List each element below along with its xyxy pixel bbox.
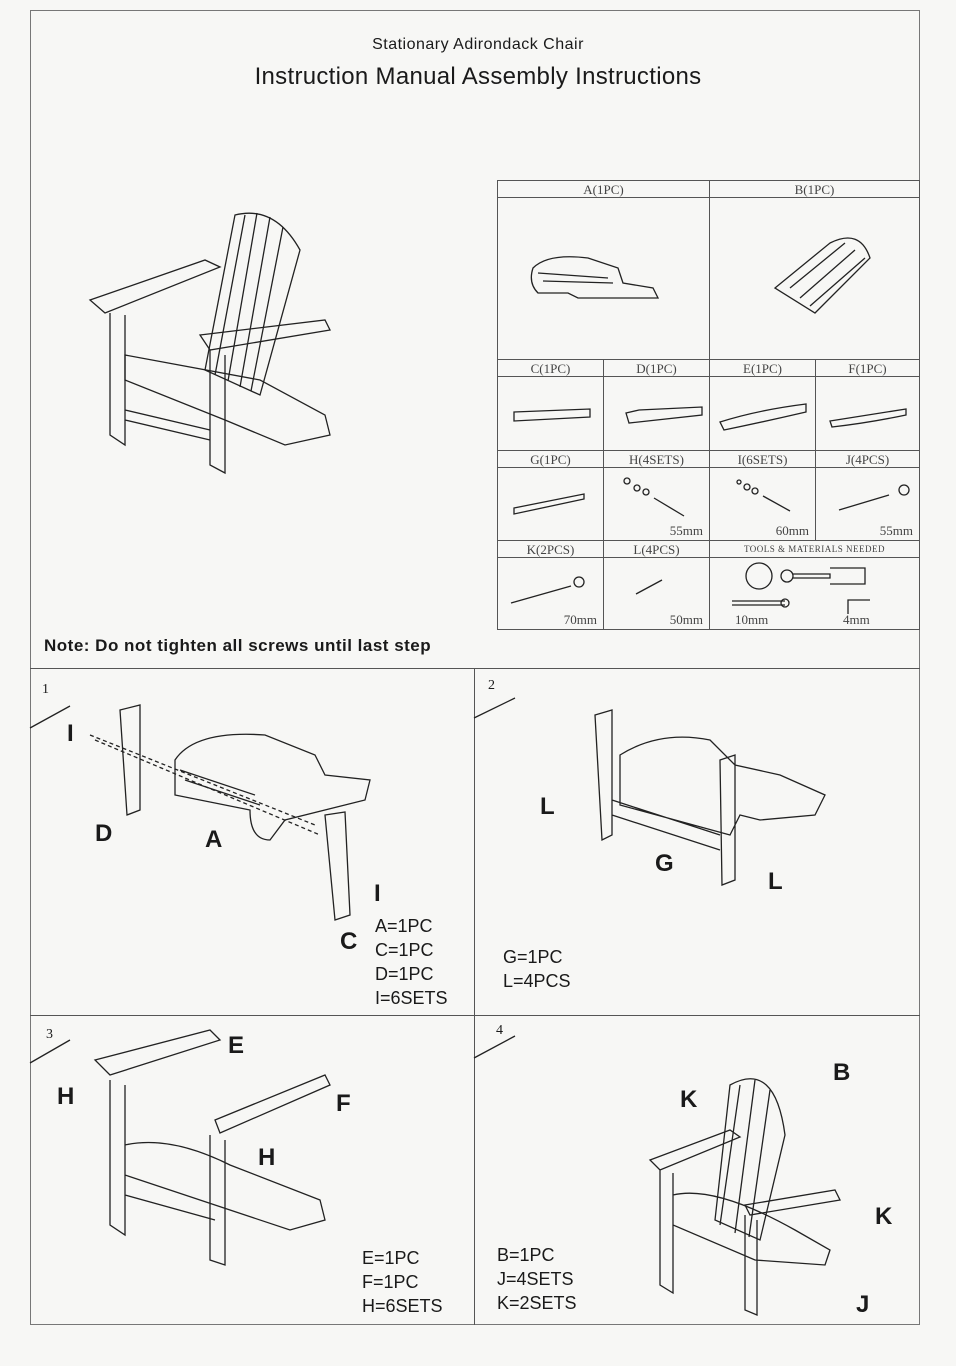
step-2-number: 2: [488, 678, 495, 693]
part-a-image: [497, 197, 710, 360]
part-h-image: 55mm: [603, 467, 710, 541]
tools-image: 10mm 4mm: [709, 557, 920, 630]
step-3-illustration: [93, 1029, 331, 1266]
count: F=1PC: [362, 1272, 419, 1292]
part-e-label: E(1PC): [709, 359, 816, 377]
part-g-image: [497, 467, 604, 541]
step-2-label-l: L: [540, 793, 555, 820]
wrench-size: 10mm: [735, 612, 769, 627]
count: H=6SETS: [362, 1296, 443, 1316]
part-g-label: G(1PC): [497, 450, 604, 468]
assembly-note: Note: Do not tighten all screws until la…: [44, 636, 432, 655]
step-1-label-i: I: [67, 720, 74, 747]
document-subtitle: Stationary Adirondack Chair: [372, 36, 584, 53]
divider: [474, 668, 475, 1325]
part-f-label: F(1PC): [815, 359, 920, 377]
step-1-label-d: D: [95, 820, 113, 847]
step-4-label-k: K: [680, 1086, 698, 1113]
steps-grid: [30, 668, 920, 1325]
step-4-label-j: J: [856, 1291, 870, 1318]
step-1-label-a: A: [205, 826, 223, 853]
step-4-number: 4: [496, 1023, 503, 1038]
part-d-label: D(1PC): [603, 359, 710, 377]
wrench-icon: [732, 598, 790, 608]
part-f-image: [815, 376, 920, 451]
count: B=1PC: [497, 1245, 555, 1265]
count: I=6SETS: [375, 988, 448, 1008]
part-d-image: [603, 376, 710, 451]
part-l-size: 50mm: [669, 612, 703, 627]
divider: [30, 1015, 920, 1016]
step-1-number: 1: [42, 682, 49, 697]
part-h-size: 55mm: [669, 523, 703, 538]
step-3-counts: E=1PC F=1PC H=6SETS: [362, 1246, 443, 1318]
screwdriver-icon: [745, 562, 866, 590]
part-b-image: [709, 197, 920, 360]
step-4-counts: B=1PC J=4SETS K=2SETS: [497, 1243, 577, 1315]
step-4-illustration: [648, 1078, 841, 1316]
count: A=1PC: [375, 916, 433, 936]
count: C=1PC: [375, 940, 434, 960]
step-3-label-f: F: [336, 1090, 351, 1117]
step-1-label-i: I: [374, 880, 381, 907]
part-i-size: 60mm: [775, 523, 809, 538]
count: G=1PC: [503, 947, 563, 967]
count: K=2SETS: [497, 1293, 577, 1313]
part-i-label: I(6SETS): [709, 450, 816, 468]
step-3-label-h: H: [57, 1083, 75, 1110]
step-2-counts: G=1PC L=4PCS: [503, 945, 571, 993]
count: J=4SETS: [497, 1269, 574, 1289]
part-l-image: 50mm: [603, 557, 710, 630]
part-j-label: J(4PCS): [815, 450, 920, 468]
step-1-label-c: C: [340, 928, 358, 955]
chair-overview-illustration: [88, 212, 331, 475]
hex-key-icon: [847, 599, 870, 614]
step-2-illustration: [594, 709, 826, 886]
parts-list-table: A(1PC)B(1PC) C(1PC)D(1PC)E(1PC)F(1PC) G(…: [497, 180, 920, 630]
part-h-label: H(4SETS): [603, 450, 710, 468]
part-c-label: C(1PC): [497, 359, 604, 377]
count: L=4PCS: [503, 971, 571, 991]
part-i-image: 60mm: [709, 467, 816, 541]
hex-key-size: 4mm: [843, 612, 870, 627]
step-4-label-k: K: [875, 1203, 893, 1230]
step-1-counts: A=1PC C=1PC D=1PC I=6SETS: [375, 914, 448, 1010]
step-3-label-e: E: [228, 1032, 245, 1059]
part-l-label: L(4PCS): [603, 540, 710, 558]
part-k-image: 70mm: [497, 557, 604, 630]
count: E=1PC: [362, 1248, 420, 1268]
page-frame: [30, 10, 920, 1325]
step-corner-marks: [29, 697, 516, 1064]
part-e-image: [709, 376, 816, 451]
part-j-size: 55mm: [879, 523, 913, 538]
step-4-label-b: B: [833, 1059, 851, 1086]
step-3-number: 3: [46, 1027, 53, 1042]
part-k-size: 70mm: [563, 612, 597, 627]
part-a-label: A(1PC): [497, 180, 710, 198]
count: D=1PC: [375, 964, 434, 984]
step-3-label-h: H: [258, 1144, 276, 1171]
part-j-image: 55mm: [815, 467, 920, 541]
tools-needed-label: TOOLS & MATERIALS NEEDED: [709, 540, 920, 558]
step-2-label-g: G: [655, 850, 674, 877]
part-k-label: K(2PCS): [497, 540, 604, 558]
part-b-label: B(1PC): [709, 180, 920, 198]
document-title: Instruction Manual Assembly Instructions: [254, 63, 702, 90]
part-c-image: [497, 376, 604, 451]
step-1-illustration: [89, 704, 371, 921]
step-2-label-l: L: [768, 868, 783, 895]
